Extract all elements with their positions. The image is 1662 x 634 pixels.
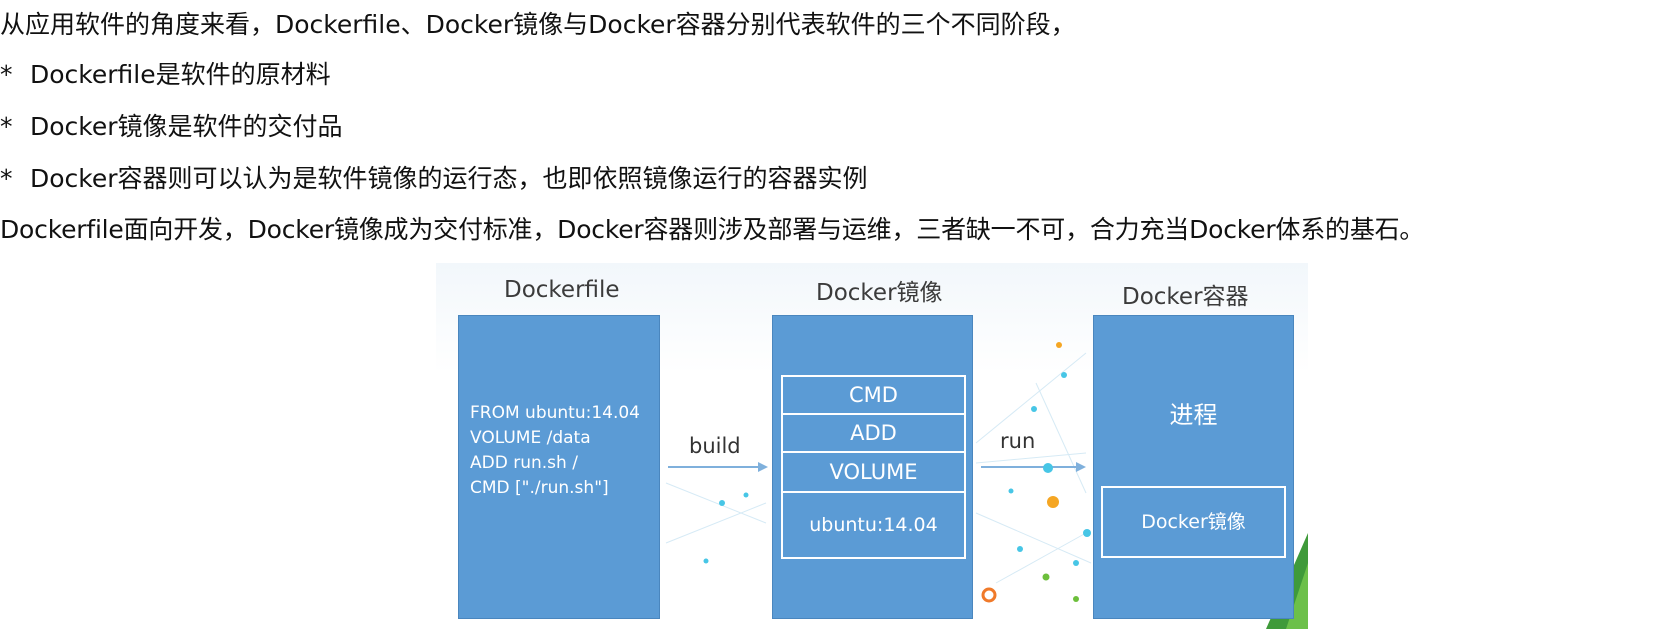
network-lines bbox=[665, 352, 1092, 584]
dot-green-small bbox=[1073, 596, 1079, 602]
bullet-mark: * bbox=[0, 164, 13, 193]
dot-cyan-small bbox=[719, 500, 725, 506]
process-label: 进程 bbox=[1169, 401, 1218, 429]
code-line: FROM ubuntu:14.04 bbox=[470, 403, 640, 423]
build-label: build bbox=[689, 434, 741, 458]
dot-cyan-left bbox=[1083, 529, 1091, 537]
ring-orange bbox=[981, 587, 997, 603]
dockerfile-title: Dockerfile bbox=[504, 277, 620, 303]
bullet-item-1: * Dockerfile是软件的原材料 bbox=[0, 58, 331, 92]
image-layer-cmd: CMD bbox=[781, 375, 966, 415]
bullet-text: Docker镜像是软件的交付品 bbox=[30, 112, 343, 141]
dot-cyan-small bbox=[743, 492, 749, 498]
container-box bbox=[1093, 315, 1294, 619]
dockerfile-box bbox=[458, 315, 660, 619]
summary-paragraph: Dockerfile面向开发，Docker镜像成为交付标准，Docker容器则涉… bbox=[0, 213, 1424, 247]
bullet-item-3: * Docker容器则可以认为是软件镜像的运行态，也即依照镜像运行的容器实例 bbox=[0, 162, 868, 196]
bullet-mark: * bbox=[0, 112, 13, 141]
dot-green bbox=[1042, 573, 1050, 581]
dot-orange-small bbox=[1056, 342, 1062, 348]
dot-cyan-small bbox=[1008, 488, 1014, 494]
build-arrowhead bbox=[758, 462, 768, 472]
intro-paragraph: 从应用软件的角度来看，Dockerfile、Docker镜像与Docker容器分… bbox=[0, 10, 1076, 39]
bullet-text: Dockerfile是软件的原材料 bbox=[30, 60, 331, 89]
code-line: ADD run.sh / bbox=[470, 453, 578, 473]
dot-cyan-small bbox=[1061, 372, 1067, 378]
image-layer-add: ADD bbox=[781, 413, 966, 453]
container-inner-image: Docker镜像 bbox=[1101, 486, 1286, 558]
image-box bbox=[772, 315, 973, 619]
dot-cyan-small bbox=[1031, 406, 1037, 412]
dot-orange bbox=[1047, 496, 1059, 508]
docker-diagram: Dockerfile Docker镜像 Docker容器 FROM ubuntu… bbox=[436, 263, 1308, 629]
dot-cyan-small bbox=[703, 558, 709, 564]
code-line: CMD ["./run.sh"] bbox=[470, 478, 609, 498]
bullet-text: Docker容器则可以认为是软件镜像的运行态，也即依照镜像运行的容器实例 bbox=[30, 164, 868, 193]
dockerfile-code: FROM ubuntu:14.04 VOLUME /data ADD run.s… bbox=[470, 401, 640, 501]
dot-cyan-small bbox=[1073, 560, 1079, 566]
image-layer-base: ubuntu:14.04 bbox=[781, 491, 966, 559]
run-label: run bbox=[1000, 429, 1036, 453]
dot-cyan bbox=[1043, 463, 1053, 473]
dot-cyan-small bbox=[1017, 546, 1023, 552]
summary-text: Dockerfile面向开发，Docker镜像成为交付标准，Docker容器则涉… bbox=[0, 215, 1425, 244]
bullet-item-2: * Docker镜像是软件的交付品 bbox=[0, 110, 343, 144]
image-layer-volume: VOLUME bbox=[781, 451, 966, 493]
container-title: Docker容器 bbox=[1122, 284, 1249, 310]
code-line: VOLUME /data bbox=[470, 428, 591, 448]
image-title: Docker镜像 bbox=[816, 280, 943, 306]
run-arrowhead bbox=[1076, 462, 1086, 472]
bullet-mark: * bbox=[0, 60, 13, 89]
